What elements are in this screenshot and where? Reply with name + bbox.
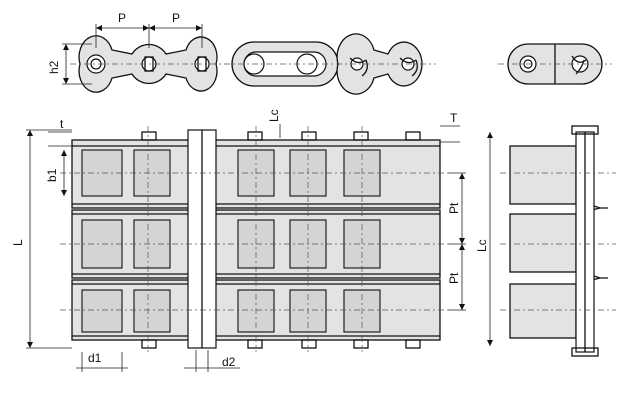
spring-clip [349, 57, 418, 77]
pin-head [301, 339, 317, 349]
pin-heads [141, 131, 421, 349]
side-strand-2 [509, 213, 577, 273]
pin-head [247, 339, 263, 349]
roller-diameter-label: d1 [88, 351, 102, 365]
side-pin-head [571, 347, 599, 357]
pin-head [141, 339, 157, 349]
overall-length-label: L [11, 239, 25, 246]
side-strand-1 [509, 145, 577, 205]
pin-head [301, 131, 317, 141]
pin-head [247, 131, 263, 141]
pin-head [353, 131, 369, 141]
transverse-pitch-label: Pt [447, 202, 461, 214]
chain-end-view-top [498, 43, 612, 85]
pin-head [405, 131, 421, 141]
chain-plan-view: t b1 L Lc T Pt Pt Lc d1 [11, 109, 493, 372]
spring-clip [571, 55, 587, 75]
arrowheads [459, 173, 465, 310]
pin-thickness-label: T [450, 111, 458, 125]
pin-head [353, 339, 369, 349]
pin-head [141, 131, 157, 141]
chain-side-view: P P h2 [47, 11, 436, 95]
roller [133, 289, 171, 333]
pitch-label: P [118, 11, 126, 25]
chain-side-view-triplex [500, 125, 616, 357]
plate-thickness-label: t [60, 117, 64, 131]
transverse-pitch-label: Pt [447, 272, 461, 284]
inner-width-label: b1 [45, 168, 59, 182]
arrowheads [96, 25, 202, 31]
side-pin-head [571, 125, 599, 135]
connecting-pin-length-label: Lc [475, 239, 489, 252]
roller [81, 289, 123, 333]
pin-diameter-label: d2 [222, 355, 236, 369]
side-strand-3 [509, 283, 577, 339]
connecting-pin-length-label: Lc [267, 109, 281, 122]
pitch-label: P [172, 11, 180, 25]
plate-height-label: h2 [47, 60, 61, 74]
pin-head [405, 339, 421, 349]
